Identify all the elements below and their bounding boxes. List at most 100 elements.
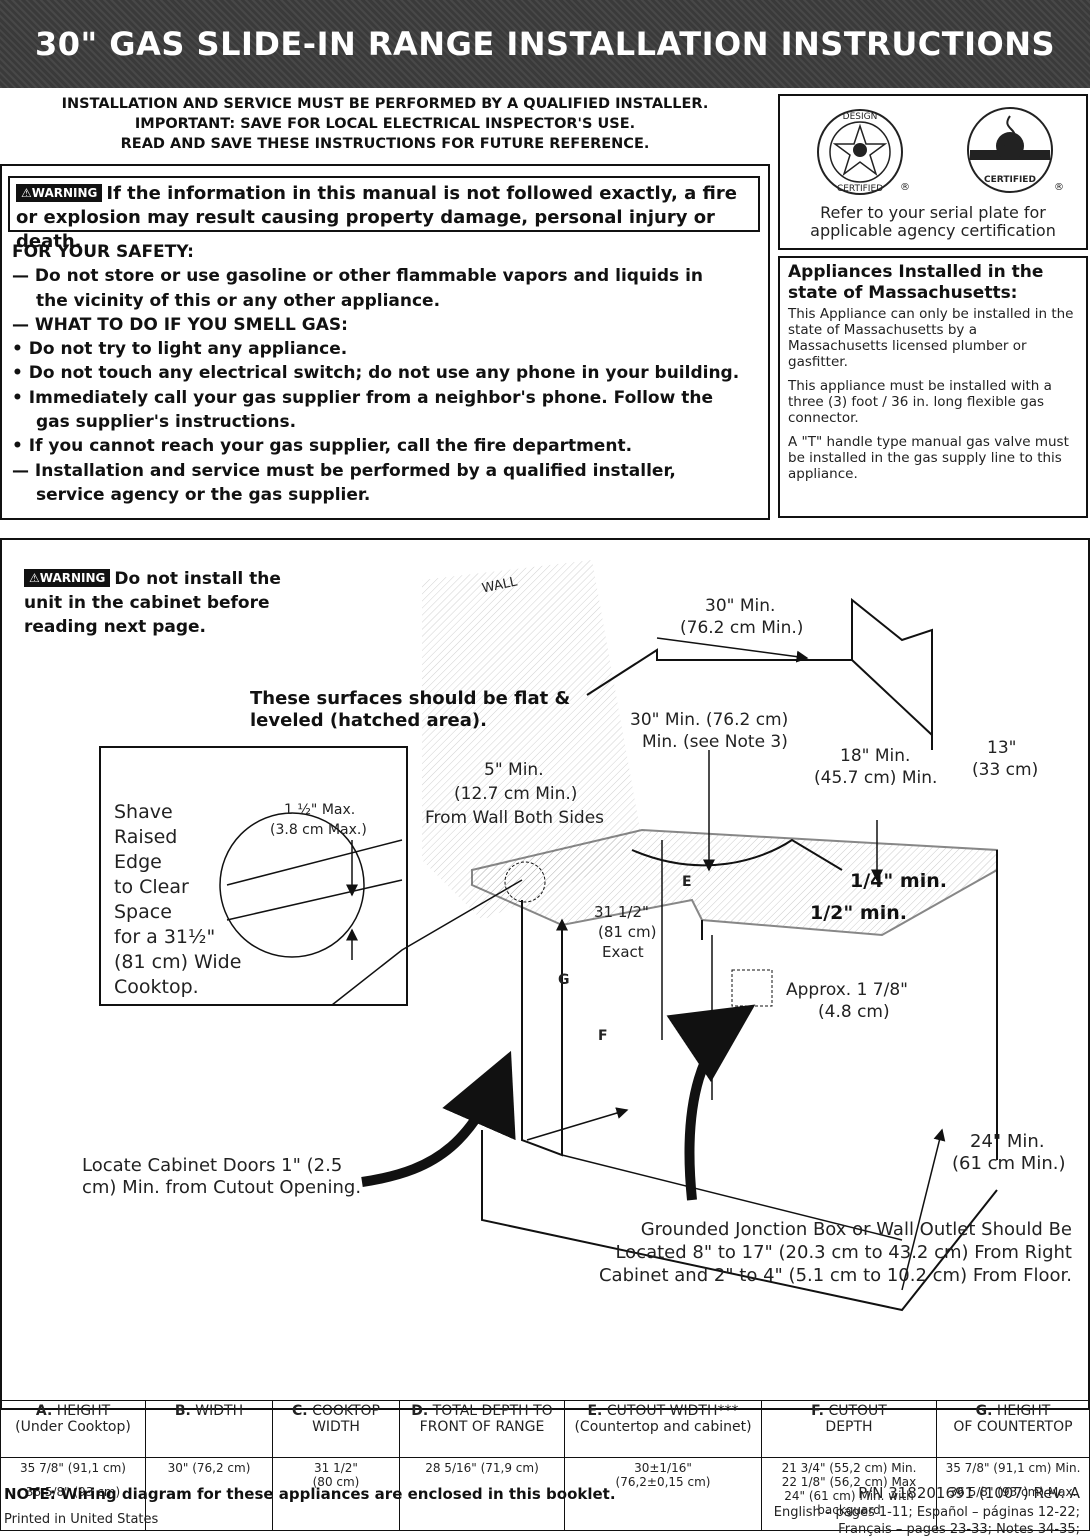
safety-line: • Immediately call your gas supplier fro… — [12, 387, 713, 408]
dimension-letter: G — [558, 972, 570, 988]
safety-line: — Do not store or use gasoline or other … — [12, 266, 704, 287]
clearance-label: 1/4" min. — [850, 870, 947, 892]
safety-line: • Do not touch any electrical switch; do… — [12, 363, 740, 384]
safety-list: FOR YOUR SAFETY: — Do not store or use g… — [12, 240, 764, 507]
locate-arrow — [361, 1050, 516, 1187]
cabinet-drawing — [99, 560, 998, 1312]
dim-label: 18" Min. — [840, 746, 911, 766]
wiring-note: NOTE: Wiring diagram for these appliance… — [4, 1485, 616, 1503]
certification-text: Refer to your serial plate for applicabl… — [780, 204, 1086, 240]
design-certified-seal: DESIGN CERTIFIED ® — [817, 109, 910, 195]
massachusetts-heading: Appliances Installed in the state of Mas… — [788, 262, 1044, 303]
dim-label: 13" — [987, 738, 1017, 758]
table-cell: 35 7/8" (91,1 cm) Min.36 5/8" (93 cm) Ma… — [936, 1457, 1090, 1531]
table-header: A. HEIGHT(Under Cooktop) — [0, 1400, 146, 1458]
warning-badge: ⚠WARNING — [24, 569, 111, 587]
safety-line: • Do not try to light any appliance. — [12, 339, 348, 360]
page-title: 30" GAS SLIDE-IN RANGE INSTALLATION INST… — [0, 0, 1090, 88]
safety-line: — Installation and service must be perfo… — [12, 460, 676, 481]
dimensions-table: A. HEIGHT(Under Cooktop) B. WIDTH C. COO… — [0, 1400, 1090, 1531]
dim-label: (45.7 cm) Min. — [814, 768, 938, 788]
countertop — [471, 828, 998, 937]
dim-label: 1 ½" Max. — [284, 802, 356, 818]
dim-arrow — [526, 1107, 629, 1141]
gas-pipe — [631, 838, 843, 871]
warning-badge: ⚠WARNING — [16, 184, 103, 202]
warning-text: or explosion may result causing property… — [16, 207, 715, 252]
safety-line: — WHAT TO DO IF YOU SMELL GAS: — [12, 314, 348, 335]
certified-label: CERTIFIED — [984, 175, 1036, 185]
table-cell: 28 5/16" (71,9 cm) — [399, 1457, 565, 1531]
shave-detail-box — [99, 746, 408, 1006]
cabinet-base — [481, 1130, 998, 1312]
cabinet-left — [521, 900, 563, 1157]
safety-line: the vicinity of this or any other applia… — [36, 290, 441, 311]
table-header: B. WIDTH — [145, 1400, 273, 1458]
certification-box: DESIGN CERTIFIED ® CERTIFIED ® Refer to … — [778, 94, 1088, 250]
header-line: INSTALLATION AND SERVICE MUST BE PERFORM… — [61, 96, 709, 112]
surfaces-note: leveled (hatched area). — [250, 710, 487, 731]
table-header-row: A. HEIGHT(Under Cooktop) B. WIDTH C. COO… — [0, 1400, 1090, 1458]
dim-label: From Wall Both Sides — [425, 808, 605, 828]
junction-box — [731, 969, 773, 1007]
warning-text: If the information in this manual is not… — [106, 183, 737, 204]
locate-note: Locate Cabinet Doors 1" (2.5 — [82, 1155, 343, 1176]
dim-label: 30" Min. (76.2 cm) — [630, 710, 789, 730]
printed-in: Printed in United States — [4, 1512, 159, 1527]
cert-line: Refer to your serial plate for — [820, 203, 1046, 222]
dim-label: Approx. 1 7/8" — [786, 980, 908, 1000]
registered-mark: ® — [900, 182, 910, 193]
table-cell: 31 1/2"(80 cm) — [272, 1457, 400, 1531]
outlet-arrow — [666, 1004, 756, 1201]
header-notice: INSTALLATION AND SERVICE MUST BE PERFORM… — [0, 94, 770, 154]
dim-label: (33 cm) — [972, 760, 1039, 780]
table-cell: 21 3/4" (55,2 cm) Min.22 1/8" (56,2 cm) … — [761, 1457, 937, 1531]
massachusetts-box: Appliances Installed in the state of Mas… — [778, 256, 1088, 518]
certified-flame-seal: CERTIFIED ® — [967, 107, 1064, 193]
dim-label: 30" Min. — [705, 596, 776, 616]
dim-arrow — [901, 1128, 946, 1291]
dim-label: 5" Min. — [484, 760, 544, 780]
dim-label: (12.7 cm Min.) — [454, 784, 578, 804]
dim-label: Exact — [602, 943, 644, 961]
dim-label: (81 cm) — [598, 923, 657, 941]
massachusetts-paragraph: This appliance must be installed with a … — [788, 378, 1052, 426]
seal-text: CERTIFIED — [837, 184, 883, 194]
locate-note: cm) Min. from Cutout Opening. — [82, 1177, 362, 1198]
table-header: E. CUTOUT WIDTH***(Countertop and cabine… — [564, 1400, 762, 1458]
table-row: 35 7/8" (91,1 cm)36 5/8" (93 cm) 30" (76… — [0, 1457, 1090, 1531]
dim-label: (4.8 cm) — [818, 1002, 890, 1022]
seal-text: DESIGN — [843, 112, 878, 122]
diagram-warning-line: unit in the cabinet before — [24, 593, 270, 613]
safety-line: FOR YOUR SAFETY: — [12, 242, 194, 262]
dimension-letter: F — [598, 1028, 608, 1044]
page-index-line: Français – pages 23-33; Notes 34-35; — [838, 1522, 1080, 1537]
surfaces-note: These surfaces should be flat & — [250, 688, 571, 709]
diagram-warning-line: reading next page. — [24, 617, 207, 637]
dim-label: (76.2 cm Min.) — [680, 618, 804, 638]
page-index: English – pages 1-11; Español – páginas … — [680, 1504, 1080, 1538]
outlet-note: Grounded Jonction Box or Wall Outlet Sho… — [640, 1219, 1072, 1240]
dim-label: (61 cm Min.) — [952, 1153, 1066, 1174]
header-line: READ AND SAVE THESE INSTRUCTIONS FOR FUT… — [120, 136, 650, 152]
dimension-letter: E — [682, 874, 692, 890]
outlet-note: Cabinet and 2" to 4" (5.1 cm to 10.2 cm)… — [598, 1265, 1072, 1286]
certification-logos: DESIGN CERTIFIED ® CERTIFIED ® — [817, 107, 1064, 195]
detail-circle — [219, 812, 365, 958]
outlet-note: Located 8" to 17" (20.3 cm to 43.2 cm) F… — [615, 1242, 1072, 1263]
table-cell: 30±1/16"(76,2±0,15 cm) — [564, 1457, 762, 1531]
wall-hatch — [422, 560, 642, 920]
header-line: IMPORTANT: SAVE FOR LOCAL ELECTRICAL INS… — [134, 116, 636, 132]
dim-label: 31 1/2" — [594, 903, 649, 921]
dim-arrow — [656, 637, 809, 663]
massachusetts-paragraph: A "T" handle type manual gas valve must … — [788, 434, 1069, 482]
